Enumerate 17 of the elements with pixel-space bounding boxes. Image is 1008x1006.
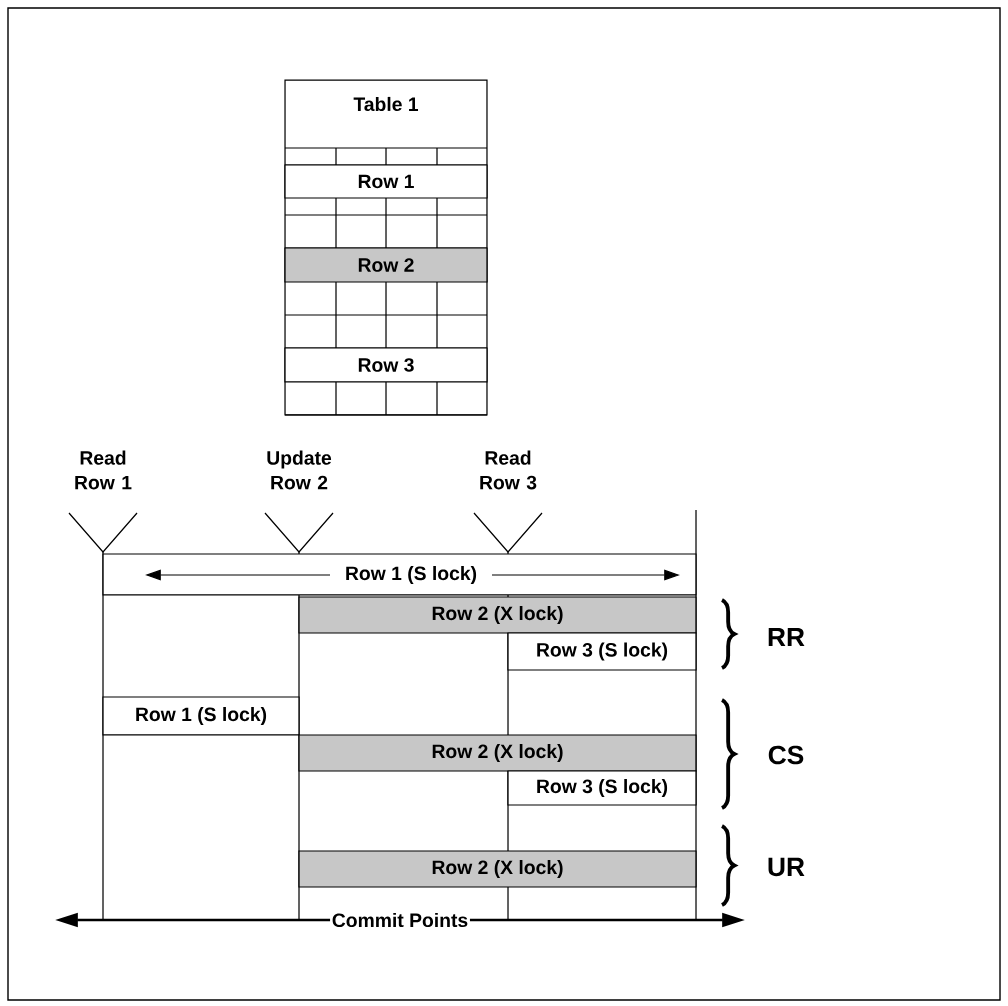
event-label: Read Row 1	[75, 450, 132, 490]
event-label: Update Row 2	[267, 450, 332, 490]
event-label: Read Row 3	[480, 450, 537, 490]
isolation-level-label: RR	[768, 627, 805, 647]
table-row: Row 2	[284, 247, 488, 283]
axis-label: Commit Points	[330, 911, 470, 929]
isolation-level-label: CS	[768, 745, 804, 765]
lock-bar: Row 3 (S lock)	[507, 770, 697, 806]
lock-bar: Row 2 (X lock)	[298, 596, 697, 634]
table-row: Row 3	[284, 347, 488, 383]
lock-bar: Row 1 (S lock)	[102, 696, 300, 736]
lock-bar: Row 2 (X lock)	[298, 734, 697, 772]
lock-bar: Row 3 (S lock)	[507, 632, 697, 671]
isolation-level-label: UR	[768, 857, 805, 877]
lock-bar: Row 1 (S lock)	[102, 553, 697, 596]
lock-bar: Row 2 (X lock)	[298, 850, 697, 888]
table-row: Row 1	[284, 164, 488, 199]
